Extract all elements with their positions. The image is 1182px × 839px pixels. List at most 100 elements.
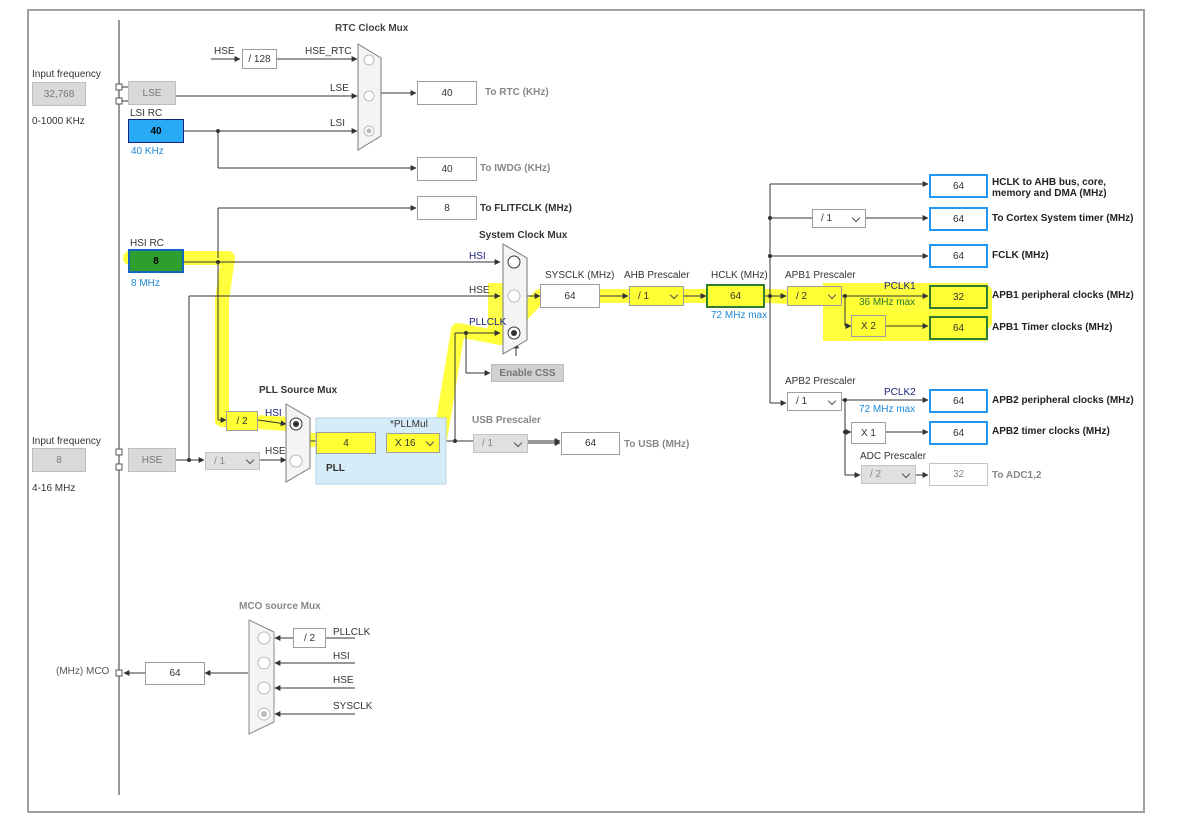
apb1-prescaler-select[interactable]: / 2 xyxy=(787,286,842,306)
mco-pllclk-label: PLLCLK xyxy=(333,627,371,638)
apb2-max-note: 72 MHz max xyxy=(859,404,916,415)
lsi-value-box[interactable]: 40 xyxy=(128,119,184,143)
fclk-output-box[interactable]: 64 xyxy=(929,244,988,268)
usb-output-box[interactable]: 64 xyxy=(561,432,620,455)
hclk-ahb-output-box[interactable]: 64 xyxy=(929,174,988,198)
flitf-output-label: To FLITFCLK (MHz) xyxy=(480,203,573,214)
sysmux-pllclk-label: PLLCLK xyxy=(469,317,507,328)
iwdg-output-label: To IWDG (KHz) xyxy=(480,163,551,174)
apb2-prescaler-select[interactable]: / 1 xyxy=(787,392,842,411)
apb2-timer-multiplier[interactable]: X 1 xyxy=(851,422,886,444)
sysmux-hsi-label: HSI xyxy=(469,251,486,262)
mco-sysclk-label: SYSCLK xyxy=(333,701,373,712)
hsi-value-box[interactable]: 8 xyxy=(128,249,184,273)
mco-hsi-label: HSI xyxy=(333,651,350,662)
mco-mux-title: MCO source Mux xyxy=(239,601,321,612)
system-clock-mux-shape xyxy=(502,243,528,355)
chevron-down-icon xyxy=(851,213,861,222)
rtc-lse-label: LSE xyxy=(330,83,349,94)
cortex-timer-output-box[interactable]: 64 xyxy=(929,207,988,231)
rtc-mux-title: RTC Clock Mux xyxy=(335,23,409,34)
apb1-max-note: 36 MHz max xyxy=(859,297,916,308)
apb2-timer-output-box[interactable]: 64 xyxy=(929,421,988,445)
lse-block[interactable]: LSE xyxy=(128,81,176,105)
hclk-ahb-output-label-line2: memory and DMA (MHz) xyxy=(992,188,1107,199)
adc-prescaler-select[interactable]: / 2 xyxy=(861,465,916,484)
apb1-timer-multiplier[interactable]: X 2 xyxy=(851,315,886,337)
rtc-hse-label: HSE xyxy=(214,46,235,57)
hclk-ahb-output-label: HCLK to AHB bus, core, xyxy=(992,177,1107,188)
flitf-output-box[interactable]: 8 xyxy=(417,196,477,220)
pll-title: PLL xyxy=(326,463,345,474)
chevron-down-icon xyxy=(827,290,837,300)
lsi-title: LSI RC xyxy=(130,108,163,119)
hse-pll-divider-select[interactable]: / 1 xyxy=(205,452,260,470)
apb1-peripheral-output-label: APB1 peripheral clocks (MHz) xyxy=(992,290,1134,301)
lse-range-label: 0-1000 KHz xyxy=(32,116,85,127)
chevron-down-icon xyxy=(827,396,837,405)
chevron-down-icon xyxy=(669,290,679,300)
hse-input-frequency-label: Input frequency xyxy=(32,436,101,447)
pll-src-hsi-label: HSI xyxy=(265,408,282,419)
apb2-peripheral-output-label: APB2 peripheral clocks (MHz) xyxy=(992,395,1134,406)
apb1-prescaler-value: / 2 xyxy=(796,290,808,302)
lse-input-frequency-field[interactable]: 32,768 xyxy=(32,82,86,106)
mco-output-label: (MHz) MCO xyxy=(56,666,110,677)
sysclk-box[interactable]: 64 xyxy=(540,284,600,308)
pll-mul-label: *PLLMul xyxy=(390,419,428,430)
hsi-title: HSI RC xyxy=(130,238,164,249)
chevron-down-icon xyxy=(425,437,435,447)
mco-output-box[interactable]: 64 xyxy=(145,662,205,685)
sysclk-label: SYSCLK (MHz) xyxy=(545,270,615,281)
hse-block[interactable]: HSE xyxy=(128,448,176,472)
mco-hse-label: HSE xyxy=(333,675,354,686)
usb-output-label: To USB (MHz) xyxy=(624,439,690,450)
apb1-timer-output-box[interactable]: 64 xyxy=(929,316,988,340)
apb2-peripheral-output-box[interactable]: 64 xyxy=(929,389,988,413)
cortex-timer-divider-select[interactable]: / 1 xyxy=(812,209,866,228)
fclk-output-label: FCLK (MHz) xyxy=(992,250,1049,261)
adc-prescaler-value: / 2 xyxy=(870,469,882,480)
ahb-prescaler-value: / 1 xyxy=(638,290,650,302)
lse-input-frequency-label: Input frequency xyxy=(32,69,101,80)
pclk2-label: PCLK2 xyxy=(884,387,916,398)
diagram-frame xyxy=(27,9,1145,813)
apb1-timer-output-label: APB1 Timer clocks (MHz) xyxy=(992,322,1113,333)
rtc-output-box[interactable]: 40 xyxy=(417,81,477,105)
rtc-mux-shape xyxy=(357,43,382,151)
lsi-frequency-note: 40 KHz xyxy=(131,146,164,157)
hclk-max-note: 72 MHz max xyxy=(711,310,768,321)
pll-src-hse-label: HSE xyxy=(265,446,286,457)
hse-input-frequency-field[interactable]: 8 xyxy=(32,448,86,472)
rtc-output-label: To RTC (KHz) xyxy=(485,87,549,98)
adc-output-label: To ADC1,2 xyxy=(992,470,1042,481)
ahb-prescaler-label: AHB Prescaler xyxy=(624,270,690,281)
apb1-prescaler-label: APB1 Prescaler xyxy=(785,270,856,281)
usb-prescaler-label: USB Prescaler xyxy=(472,415,541,426)
usb-prescaler-select[interactable]: / 1 xyxy=(473,434,528,453)
hsi-frequency-note: 8 MHz xyxy=(131,278,160,289)
hse-rtc-label: HSE_RTC xyxy=(305,46,352,57)
enable-css-button[interactable]: Enable CSS xyxy=(491,364,564,382)
apb2-prescaler-value: / 1 xyxy=(796,396,808,407)
mco-pll-divider[interactable]: / 2 xyxy=(293,628,326,648)
ahb-prescaler-select[interactable]: / 1 xyxy=(629,286,684,306)
pll-multiplier-select[interactable]: X 16 xyxy=(386,433,440,453)
iwdg-output-box[interactable]: 40 xyxy=(417,157,477,181)
pll-input-box[interactable]: 4 xyxy=(316,432,376,454)
hse-pll-divider-value: / 1 xyxy=(214,455,226,467)
system-clock-mux-title: System Clock Mux xyxy=(479,230,568,241)
hclk-label: HCLK (MHz) xyxy=(711,270,768,281)
chevron-down-icon xyxy=(901,469,911,478)
chevron-down-icon xyxy=(513,438,523,447)
pll-multiplier-value: X 16 xyxy=(395,437,416,449)
hse-range-label: 4-16 MHz xyxy=(32,483,76,494)
apb1-peripheral-output-box[interactable]: 32 xyxy=(929,285,988,309)
pclk1-label: PCLK1 xyxy=(884,281,916,292)
adc-prescaler-label: ADC Prescaler xyxy=(860,451,927,462)
hse-rtc-divider[interactable]: / 128 xyxy=(242,49,277,69)
adc-output-box[interactable]: 32 xyxy=(929,463,988,486)
hclk-box[interactable]: 64 xyxy=(706,284,765,308)
chevron-down-icon xyxy=(245,455,255,465)
pll-hsi-divider[interactable]: / 2 xyxy=(226,411,258,431)
